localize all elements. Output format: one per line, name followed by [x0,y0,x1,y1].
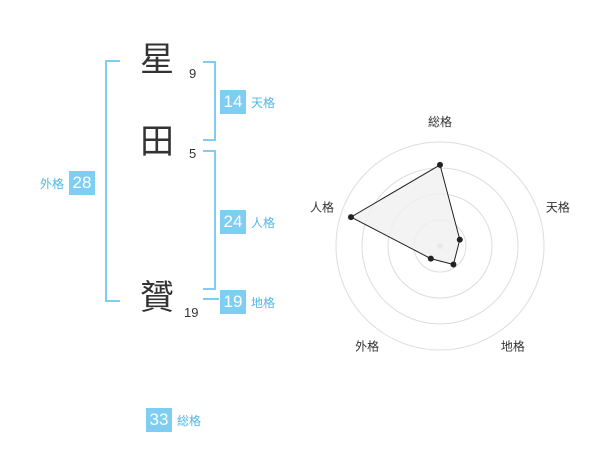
jinkaku-badge: 24 人格 [220,210,275,234]
chikaku-value: 19 [220,290,246,314]
radar-axis-label: 総格 [428,114,452,129]
gaikaku-bracket [105,60,120,302]
radar-point [437,161,443,168]
jinkaku-label: 人格 [251,215,276,230]
soukaku-value: 33 [146,408,172,432]
radar-point [456,236,463,243]
jinkaku-bracket [203,150,216,290]
gaikaku-value: 28 [69,171,96,195]
tenkaku-badge: 14 天格 [220,90,275,114]
radar-point [450,261,457,268]
radar-point [347,214,354,221]
jinkaku-value: 24 [220,210,246,234]
chikaku-badge: 19 地格 [220,290,275,314]
gaikaku-label: 外格 [40,176,65,191]
tenkaku-value: 14 [220,90,246,114]
radar-ring [335,141,545,351]
stroke-count-3: 19 [184,305,199,320]
stroke-count-2: 5 [189,146,197,161]
chikaku-label: 地格 [251,295,276,310]
soukaku-label: 総格 [177,413,202,428]
tenkaku-label: 天格 [251,95,276,110]
name-char-2: 田 [140,122,174,162]
name-char-1: 星 [140,40,174,80]
chikaku-connector [203,298,219,300]
radar-polygon [349,164,461,266]
radar-axis-label: 天格 [546,200,570,215]
stroke-count-1: 9 [189,66,197,81]
gaikaku-badge: 外格 28 [40,171,96,195]
radar-point [427,255,434,262]
tenkaku-bracket [203,61,216,141]
soukaku-badge: 33 総格 [146,408,201,432]
name-char-3: 贇 [140,278,174,318]
radar-axis-label: 地格 [501,338,525,353]
radar-axis-label: 外格 [355,338,379,353]
radar-axis-label: 人格 [310,200,334,215]
